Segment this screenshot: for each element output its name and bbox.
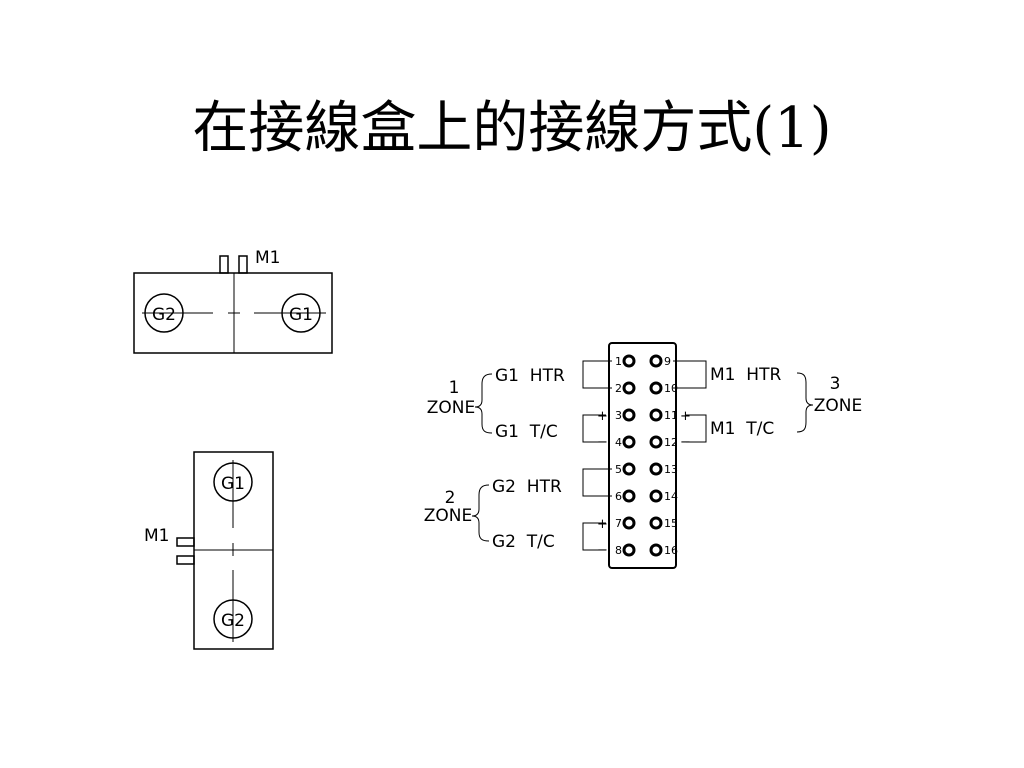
m1-label: M1: [144, 526, 169, 546]
terminal-pin-7: [622, 516, 636, 530]
terminal-pin-5: [622, 462, 636, 476]
terminal-block-outline: [608, 342, 677, 569]
g2-port-circle: [144, 293, 184, 333]
zone3-tc-label: M1 T/C: [710, 419, 774, 439]
zone2-tc-label: G2 T/C: [492, 532, 555, 552]
m1-connector-pin-2: [238, 255, 248, 274]
terminal-pin-4: [622, 435, 636, 449]
slide-title: 在接線盒上的接線方式(1): [192, 96, 832, 161]
zone2-group: 2 ZONE G2 HTR G2 T/C: [424, 477, 562, 552]
g1-label: G1: [221, 474, 245, 494]
terminal-pin-number: 2: [615, 382, 622, 395]
g1-label: G1: [289, 305, 313, 325]
zone2-htr-label: G2 HTR: [492, 477, 562, 497]
m1-htr-bracket: [673, 360, 707, 389]
g1-port-circle: [281, 293, 321, 333]
g2-tc-bracket: [582, 522, 606, 551]
terminal-pin-10: [649, 381, 663, 395]
terminal-pin-11: [649, 408, 663, 422]
g1-tc-plus: +: [597, 409, 608, 424]
zone3-group: M1 HTR M1 T/C 3 ZONE: [710, 365, 862, 439]
g2-tc-minus: −: [597, 543, 608, 558]
g2-label: G2: [221, 611, 245, 631]
g1-htr-bracket: [582, 360, 612, 389]
m1-label: M1: [255, 248, 280, 268]
zone1-number: 1: [449, 378, 460, 398]
terminal-pin-2: [622, 381, 636, 395]
m1-tc-plus: +: [680, 409, 691, 424]
zone1-group: 1 ZONE G1 HTR G1 T/C: [427, 366, 565, 442]
terminal-pin-9: [649, 354, 663, 368]
junction-box-horizontal: [133, 255, 333, 354]
terminal-pin-6: [622, 489, 636, 503]
junction-box-vertical: [176, 451, 274, 650]
terminal-pin-number: 6: [615, 490, 622, 503]
zone2-word: ZONE: [424, 506, 473, 526]
terminal-pin-number: 14: [664, 490, 678, 503]
zone2-number: 2: [445, 488, 456, 508]
m1-connector-pin-1: [176, 537, 195, 547]
terminal-pin-8: [622, 543, 636, 557]
m1-tc-bracket: [686, 414, 707, 443]
zone1-word: ZONE: [427, 398, 476, 418]
terminal-pin-1: [622, 354, 636, 368]
terminal-pin-12: [649, 435, 663, 449]
polarity-marks: + − + − + −: [597, 409, 691, 558]
terminal-pin-number: 8: [615, 544, 622, 557]
g2-tc-plus: +: [597, 517, 608, 532]
g1-port-circle: [213, 462, 253, 502]
terminal-pin-number: 1: [615, 355, 622, 368]
m1-tc-minus: −: [680, 435, 691, 450]
terminal-pin-number: 5: [615, 463, 622, 476]
terminal-pin-number: 15: [664, 517, 678, 530]
m1-connector-pin-2: [176, 555, 195, 565]
zone3-word: ZONE: [814, 396, 863, 416]
zone3-number: 3: [830, 374, 841, 394]
terminal-pin-number: 13: [664, 463, 678, 476]
m1-connector-pin-1: [219, 255, 229, 274]
box-outline: [133, 272, 333, 354]
zone3-htr-label: M1 HTR: [710, 365, 781, 385]
zone3-brace: [796, 372, 814, 433]
g2-port-circle: [213, 599, 253, 639]
terminal-pin-number: 7: [615, 517, 622, 530]
terminal-pin-16: [649, 543, 663, 557]
terminal-pin-number: 4: [615, 436, 622, 449]
zone1-brace: [474, 373, 493, 434]
zone1-htr-label: G1 HTR: [495, 366, 565, 386]
zone1-tc-label: G1 T/C: [495, 422, 558, 442]
g1-tc-minus: −: [597, 435, 608, 450]
zone2-brace: [471, 484, 490, 542]
g2-htr-bracket: [582, 468, 612, 497]
terminal-pin-number: 10: [664, 382, 678, 395]
terminal-pin-number: 3: [615, 409, 622, 422]
g2-label: G2: [152, 305, 176, 325]
terminal-pin-number: 9: [664, 355, 671, 368]
terminal-pin-number: 12: [664, 436, 678, 449]
terminal-pin-13: [649, 462, 663, 476]
terminal-pin-3: [622, 408, 636, 422]
terminal-pin-14: [649, 489, 663, 503]
terminal-pin-number: 11: [664, 409, 678, 422]
wiring-lines: [471, 360, 814, 551]
terminal-pin-number: 16: [664, 544, 678, 557]
terminal-pin-15: [649, 516, 663, 530]
g1-tc-bracket: [582, 414, 606, 443]
